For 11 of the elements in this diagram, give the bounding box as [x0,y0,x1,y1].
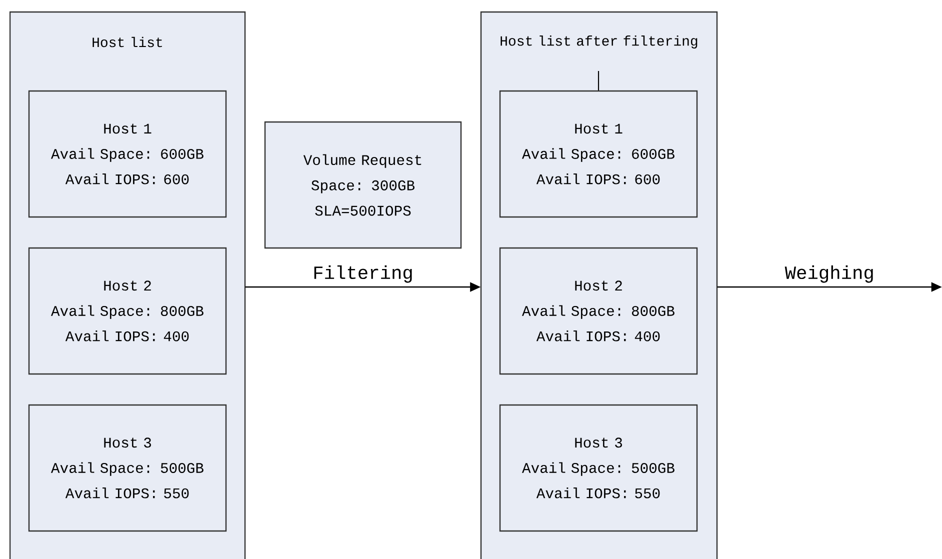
edge-label: Weighing [784,265,873,283]
host-box: Host 3 Avail Space: 500GB Avail IOPS: 550 [499,404,698,532]
host-box: Host 2 Avail Space: 800GB Avail IOPS: 400 [499,247,698,375]
request-box: Volume Request Space: 300GB SLA=500IOPS [264,121,462,249]
panel-title: Host list [92,36,162,48]
edge-label: Filtering [314,265,412,283]
host-box: Host 3 Avail Space: 500GB Avail IOPS: 550 [28,404,227,532]
host-box: Host 2 Avail Space: 800GB Avail IOPS: 400 [28,247,227,375]
panel-title: Host list after filtering [500,35,698,49]
host-box: Host 1 Avail Space: 600GB Avail IOPS: 600 [499,90,698,218]
host-box: Host 1 Avail Space: 600GB Avail IOPS: 600 [28,90,227,218]
